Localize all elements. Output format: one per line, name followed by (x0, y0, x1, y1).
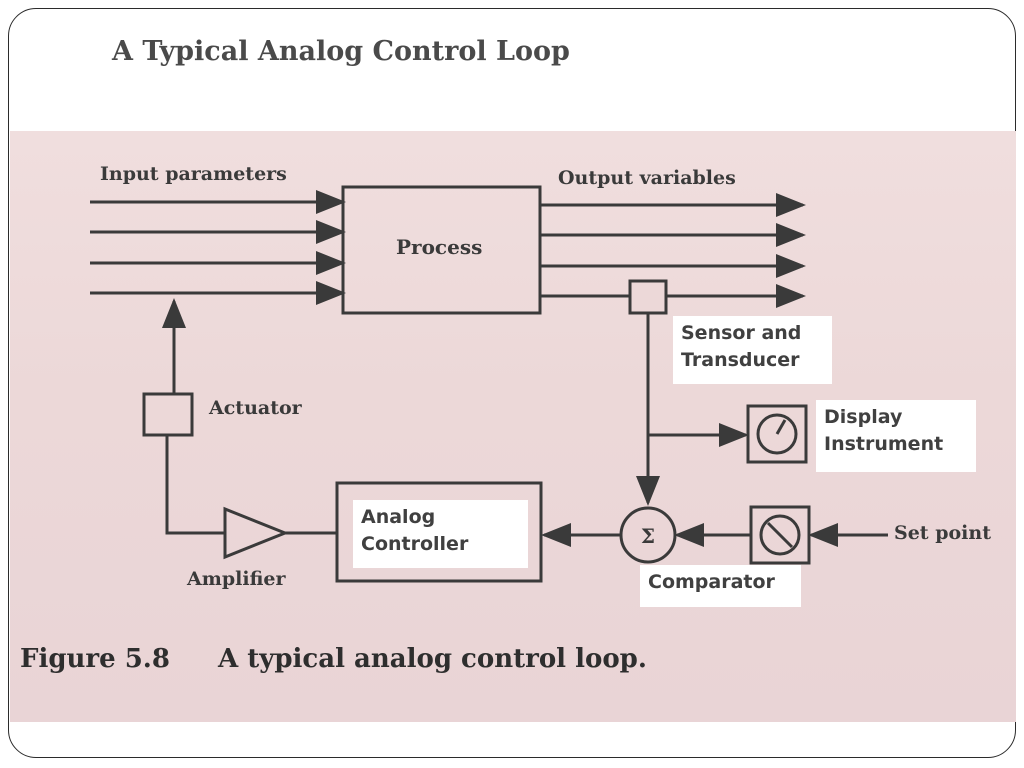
amplifier-to-actuator-line (165, 435, 225, 535)
process-label: Process (396, 235, 483, 259)
display-block (746, 404, 808, 464)
display-dial (756, 413, 798, 455)
process-block (341, 185, 542, 315)
output-variables-label: Output variables (558, 167, 736, 189)
figure-photo: Σ Input parameters Output variables Proc… (10, 131, 1016, 722)
set-point-label: Set point (894, 522, 991, 544)
figure-caption: A typical analog control loop. (218, 644, 647, 674)
sensor-block (628, 279, 668, 315)
input-parameters-label: Input parameters (100, 163, 287, 185)
sensor-callout-line-2: Transducer (681, 349, 800, 371)
controller-callout-line-2: Controller (361, 533, 469, 555)
amplifier-label: Amplifier (187, 568, 286, 590)
display-instrument-callout: Display Instrument (816, 400, 976, 472)
sensor-callout-line-1: Sensor and (681, 322, 802, 344)
comparator-callout: Comparator (640, 565, 801, 607)
control-loop-diagram: Σ (90, 185, 888, 583)
slide-title: A Typical Analog Control Loop (112, 36, 570, 67)
sensor-transducer-callout: Sensor and Transducer (673, 316, 832, 384)
display-callout-line-2: Instrument (824, 433, 944, 455)
comparator-callout-label: Comparator (648, 571, 775, 593)
figure-number: Figure 5.8 (20, 644, 170, 674)
display-callout-line-1: Display (824, 406, 903, 428)
amplifier-triangle (223, 506, 290, 560)
actuator-label: Actuator (209, 397, 302, 419)
analog-controller-callout: Analog Controller (353, 500, 528, 568)
actuator-block (142, 392, 194, 437)
comparator-sigma: Σ (641, 524, 655, 548)
controller-callout-line-1: Analog (361, 506, 436, 528)
